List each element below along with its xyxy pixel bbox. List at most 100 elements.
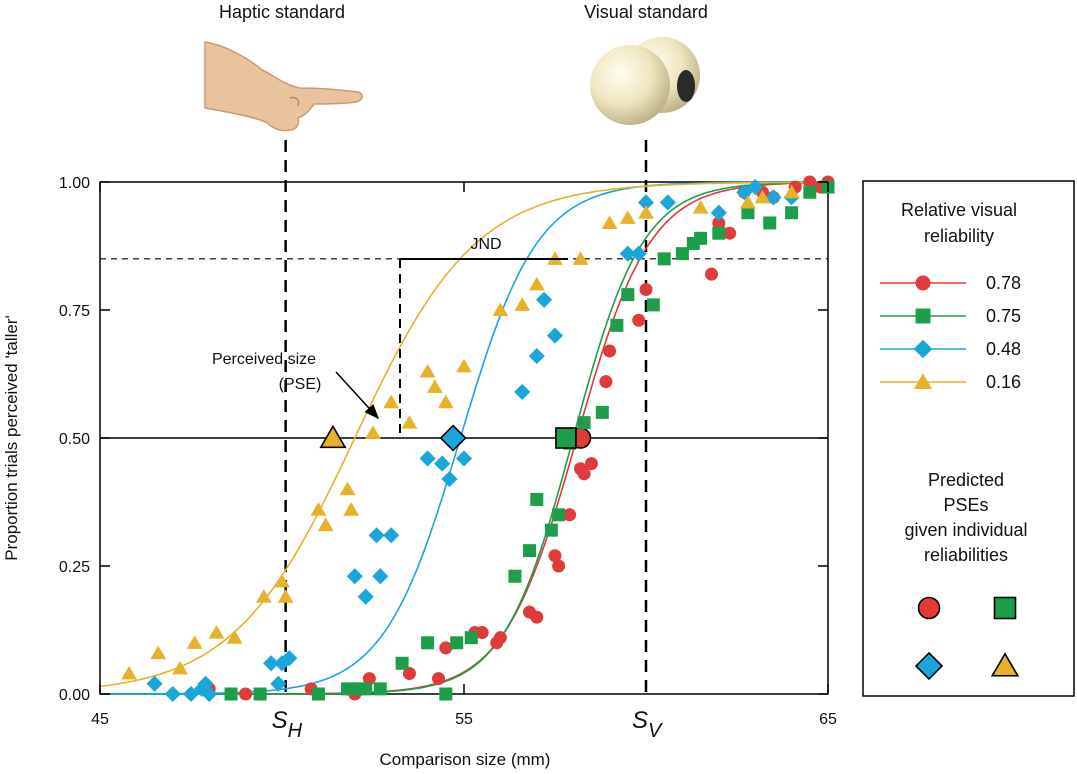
curve-0.16 [99,181,828,688]
point-0.16 [601,215,618,229]
point-0.78 [603,344,617,358]
point-0.78 [563,508,577,522]
point-0.48 [383,527,400,544]
pse-label-line2: (PSE) [279,376,322,393]
point-0.75 [595,405,609,419]
legend-label-0.48: 0.48 [986,339,1021,359]
point-0.78 [552,559,566,573]
point-0.16 [339,481,356,496]
point-0.75 [530,492,544,506]
point-0.48 [637,194,655,211]
point-0.75 [675,247,689,261]
x-marker-subscript: V [648,720,663,742]
legend-label-0.78: 0.78 [986,273,1021,293]
predicted-title-line2: PSEs [943,495,988,515]
point-0.75 [421,636,435,650]
point-0.16 [186,635,203,649]
point-0.48 [536,291,553,308]
point-0.75 [341,682,355,696]
legend-label-0.75: 0.75 [986,306,1021,326]
point-0.16 [383,394,400,409]
point-0.75 [694,231,708,245]
point-0.16 [277,589,294,603]
legend-predicted-0.78 [917,596,941,620]
legend-marker-0.16 [913,373,933,389]
legend-predicted-0.48 [914,651,944,681]
point-0.48 [546,327,564,344]
pse-arrow [335,371,380,420]
point-0.75 [544,523,558,537]
point-0.48 [528,348,545,365]
jnd-label: JND [470,236,501,253]
point-0.78 [723,226,737,240]
point-0.16 [226,630,243,644]
point-0.78 [530,610,544,624]
data-points [121,175,835,703]
point-0.48 [765,189,782,206]
point-0.16 [456,358,472,373]
point-0.75 [785,206,799,220]
point-0.48 [270,675,287,692]
point-0.16 [121,665,138,680]
x-tick-label: 55 [455,711,473,728]
point-0.78 [599,375,613,389]
point-0.16 [692,200,709,214]
point-0.48 [630,245,647,262]
legend-predicted-markers [914,596,1020,681]
predicted-pse-0.48 [439,424,467,452]
y-tick-label: 1.00 [59,175,90,192]
legend-entries: 0.78 0.75 0.48 0.16 [880,273,1021,392]
point-0.48 [434,455,451,472]
legend-predicted-0.16 [990,652,1020,677]
point-0.16 [528,276,545,291]
point-0.78 [475,626,489,640]
point-0.16 [619,210,636,224]
point-0.48 [357,588,374,605]
visual-standard-header: Visual standard [584,2,708,22]
point-0.16 [150,645,167,660]
point-0.75 [464,631,478,645]
point-0.75 [508,569,522,583]
point-0.16 [638,205,654,219]
point-0.48 [281,650,298,667]
point-0.75 [359,682,373,696]
point-0.78 [705,267,719,281]
point-0.16 [343,502,360,516]
point-0.78 [402,667,416,681]
fitted-curves [99,181,829,695]
point-0.48 [197,675,214,692]
point-0.16 [365,425,381,439]
point-0.16 [172,660,188,675]
point-0.48 [619,245,636,262]
point-0.48 [164,685,181,703]
point-0.78 [548,549,562,563]
point-0.75 [450,636,464,650]
x-marker-subscript: H [288,720,303,742]
predicted-title-line1: Predicted [928,470,1004,490]
point-0.75 [224,687,238,701]
point-0.16 [514,297,531,311]
pointing-hand-icon [204,41,363,132]
legend-box [862,180,1075,697]
point-0.75 [523,544,537,558]
point-0.78 [577,467,591,481]
x-marker-label-v: SV [632,707,663,742]
point-0.48 [514,383,531,400]
legend-label-0.16: 0.16 [986,372,1021,392]
legend-marker-0.48 [913,339,933,359]
point-0.48 [146,675,163,692]
point-0.75 [577,416,591,430]
point-0.48 [182,685,200,703]
legend-title-line2: reliability [924,226,994,246]
x-tick-label: 45 [91,711,109,728]
point-0.16 [317,517,334,532]
point-0.16 [426,379,443,393]
point-0.78 [493,631,507,645]
point-0.16 [740,194,756,209]
point-0.78 [712,216,726,230]
point-0.78 [362,672,376,686]
point-0.75 [552,508,566,522]
point-0.16 [437,394,454,409]
x-marker-label-h: SH [272,707,303,742]
